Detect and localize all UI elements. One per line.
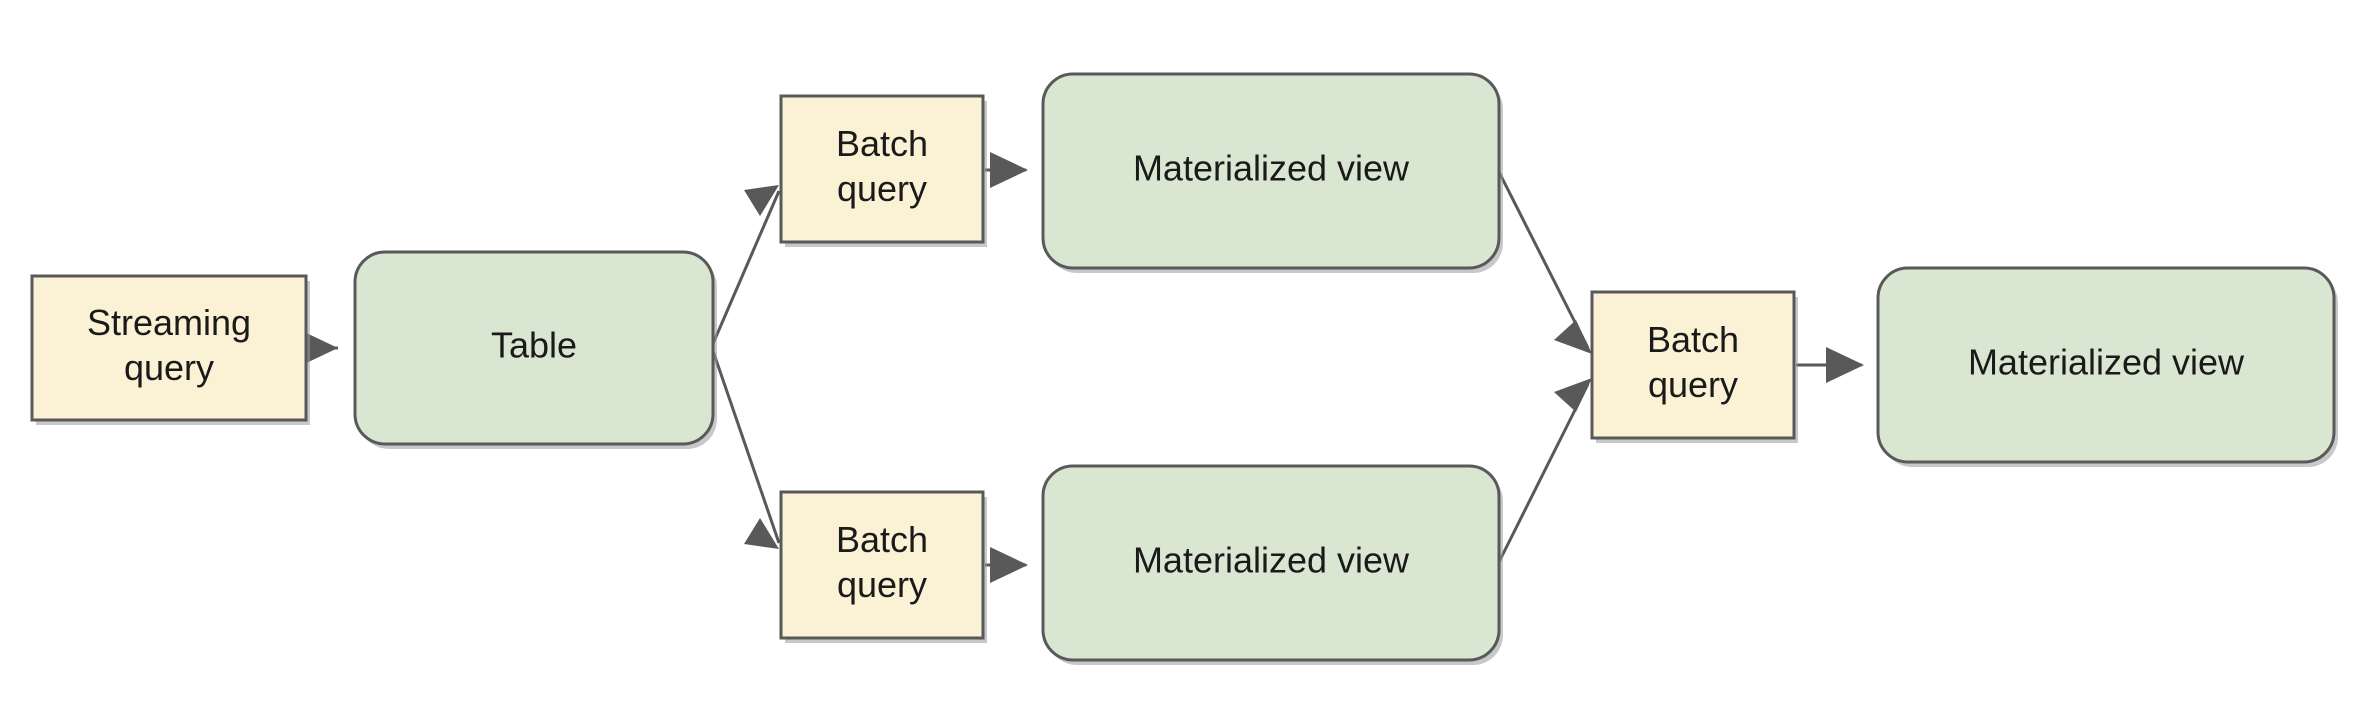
- edge-view-bottom-to-batch-join: [1495, 378, 1592, 567]
- node-batch-query-join-label-line2: query: [1648, 364, 1738, 405]
- node-batch-query-join-shape[interactable]: [1590, 290, 1796, 440]
- edge-batch-join-to-view-final: [1796, 347, 1864, 383]
- node-source-table-label: Table: [491, 325, 577, 366]
- edge-table-to-batch-top-arrowhead-icon: [744, 185, 779, 216]
- edge-view-bottom-to-batch-join-arrowhead-icon: [1554, 378, 1592, 412]
- edge-batch-bottom-to-view-bottom: [985, 547, 1028, 583]
- edge-batch-bottom-to-view-bottom-arrowhead-icon: [990, 547, 1028, 583]
- edge-view-top-to-batch-join-arrowhead-icon: [1554, 320, 1592, 354]
- edge-batch-top-to-view-top-arrowhead-icon: [990, 152, 1028, 188]
- node-streaming-query-label-line2: query: [124, 347, 214, 388]
- node-streaming-query-shape[interactable]: [30, 274, 308, 422]
- edge-table-to-batch-bottom-line: [710, 347, 781, 544]
- node-materialized-view-final[interactable]: Materialized view: [1876, 266, 2338, 467]
- node-materialized-view-final-label: Materialized view: [1968, 342, 2245, 383]
- node-materialized-view-bottom-shape[interactable]: [1041, 464, 1501, 662]
- node-streaming-query-label-line1: Streaming: [87, 302, 251, 343]
- edge-table-to-batch-bottom-arrowhead-icon: [744, 518, 779, 549]
- edge-batch-top-to-view-top: [985, 152, 1028, 188]
- node-batch-query-top-label-line2: query: [837, 168, 927, 209]
- node-batch-query-bottom-shape[interactable]: [779, 490, 985, 640]
- edge-view-top-to-batch-join-line: [1495, 167, 1590, 349]
- edges-layer: [300, 152, 1864, 583]
- node-source-table[interactable]: Table: [353, 250, 717, 449]
- node-materialized-view-top-label: Materialized view: [1133, 148, 1410, 189]
- edge-table-to-batch-top-line: [710, 190, 781, 347]
- node-source-table-shape[interactable]: [353, 250, 715, 446]
- edge-view-bottom-to-batch-join-line: [1495, 383, 1590, 567]
- node-batch-query-join-label-line1: Batch: [1647, 319, 1739, 360]
- edge-table-to-batch-bottom: [710, 347, 781, 549]
- node-batch-query-top-shape[interactable]: [779, 94, 985, 244]
- edge-view-top-to-batch-join: [1495, 167, 1592, 354]
- node-materialized-view-bottom[interactable]: Materialized view: [1041, 464, 1503, 665]
- node-materialized-view-final-shape[interactable]: [1876, 266, 2336, 464]
- edge-batch-join-to-view-final-arrowhead-icon: [1826, 347, 1864, 383]
- node-batch-query-top-label-line1: Batch: [836, 123, 928, 164]
- node-batch-query-bottom-label-line2: query: [837, 564, 927, 605]
- node-materialized-view-top-shape[interactable]: [1041, 72, 1501, 270]
- node-batch-query-bottom-label-line1: Batch: [836, 519, 928, 560]
- node-materialized-view-top[interactable]: Materialized view: [1041, 72, 1503, 273]
- node-materialized-view-bottom-label: Materialized view: [1133, 540, 1410, 581]
- edge-table-to-batch-top: [710, 185, 781, 347]
